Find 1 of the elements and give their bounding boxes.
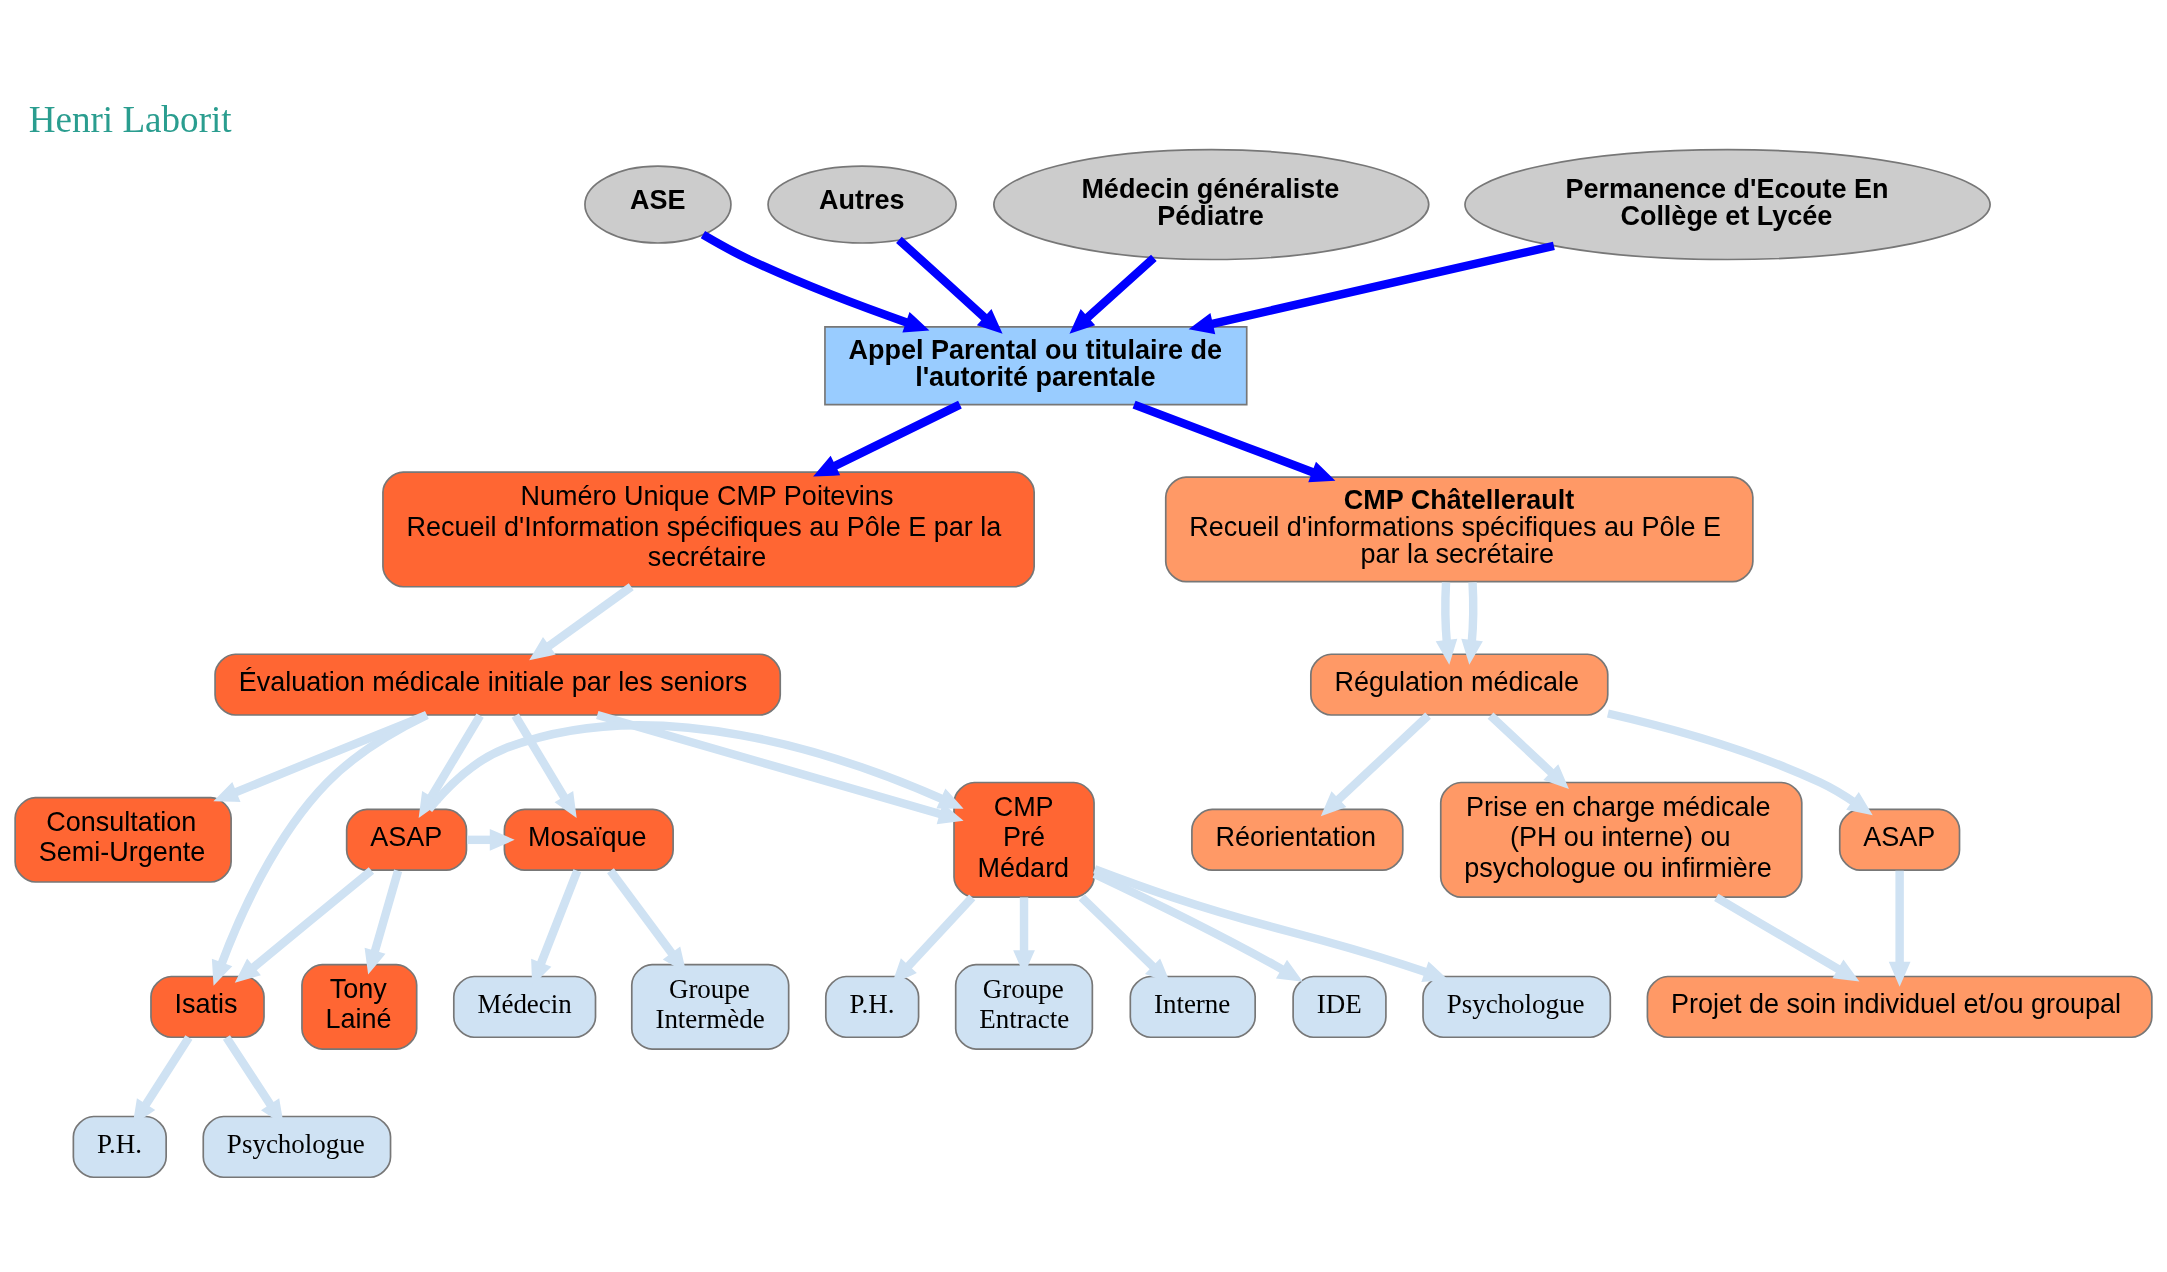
diagram-title: Henri Laborit xyxy=(28,98,232,140)
